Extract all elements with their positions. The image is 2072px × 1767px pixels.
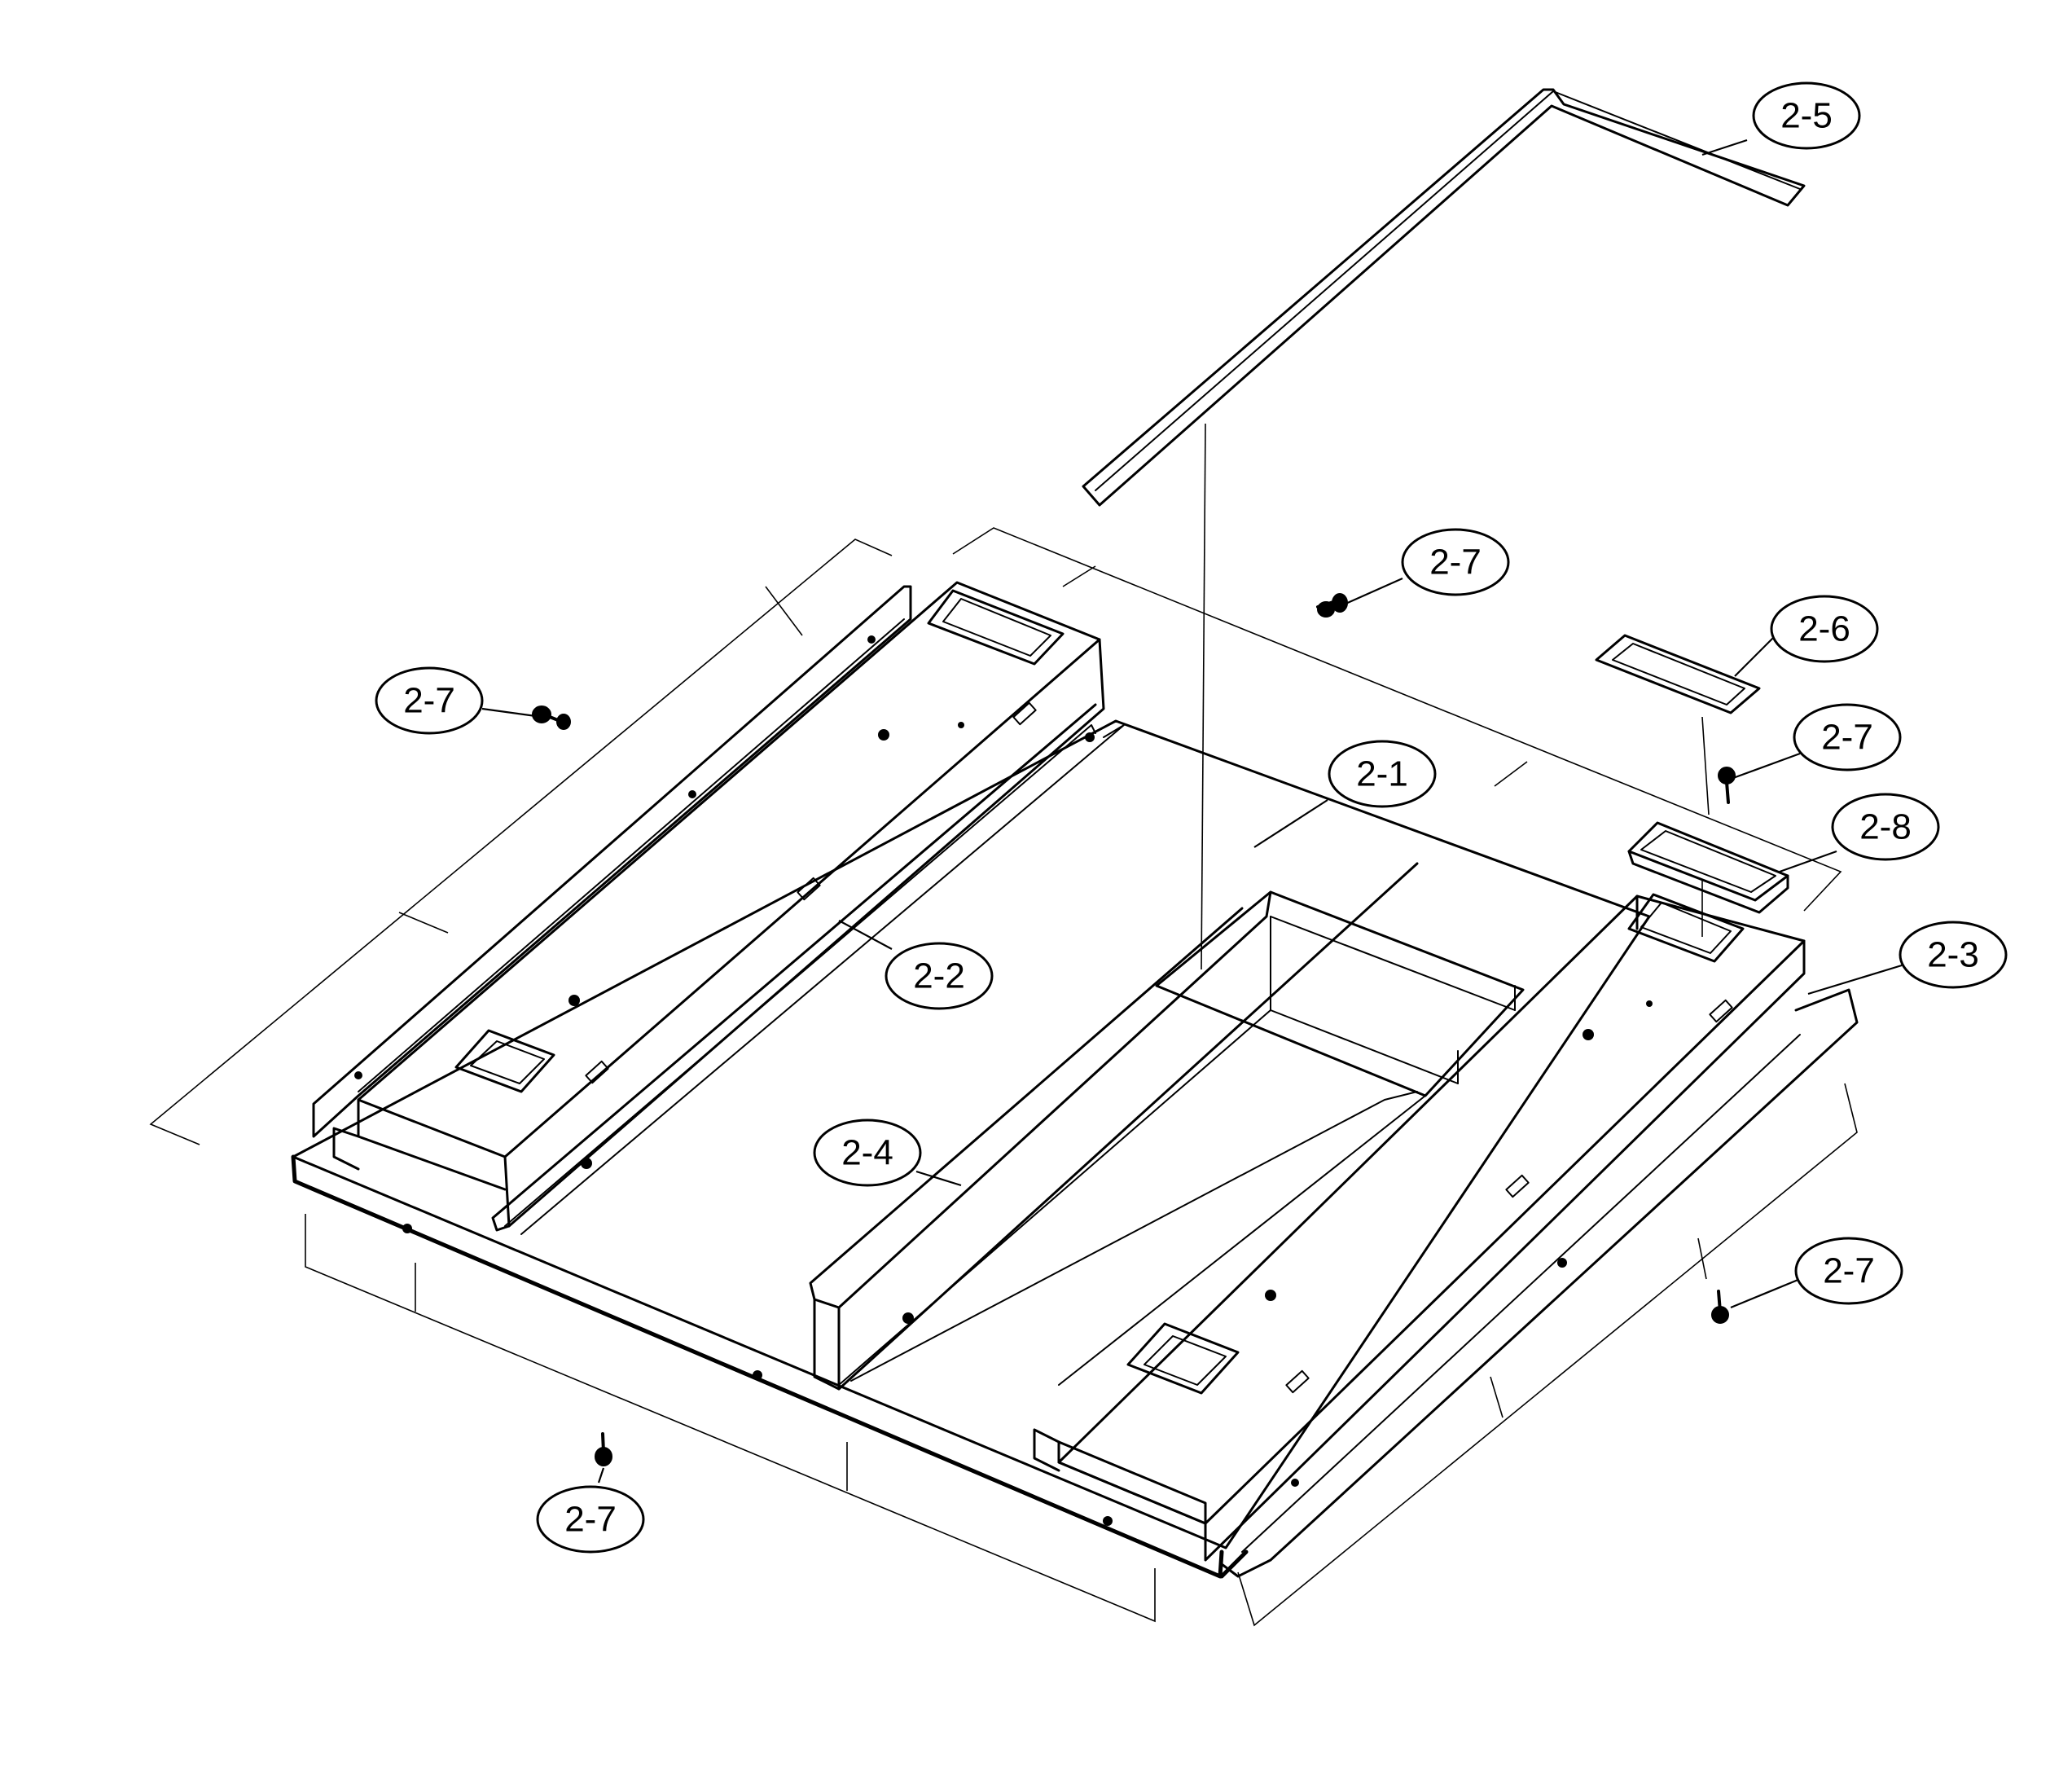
part-cover-plate (1595, 634, 1761, 714)
callout-label: 2-2 (913, 956, 965, 996)
callout-label: 2-1 (1356, 754, 1408, 794)
callout-2-2: 2-2 (885, 942, 994, 1010)
callout-label: 2-7 (564, 1500, 617, 1540)
callout-label: 2-8 (1859, 807, 1912, 847)
callout-2-4: 2-4 (813, 1119, 922, 1187)
callout-2-3: 2-3 (1899, 921, 2008, 989)
base-edge-holes (402, 1224, 1113, 1526)
callout-label: 2-5 (1780, 96, 1833, 136)
callout-2-5: 2-5 (1752, 81, 1861, 150)
callout-2-8: 2-8 (1831, 793, 1940, 861)
part-slot-bracket (1627, 821, 1789, 914)
callout-label: 2-7 (1429, 543, 1482, 582)
callout-2-6: 2-6 (1770, 595, 1879, 663)
bolt-icon (1718, 767, 1736, 804)
callout-label: 2-3 (1927, 935, 1979, 975)
part-left-channel (312, 581, 1125, 1235)
bolt-icon (1711, 1290, 1729, 1324)
part-base-plate (291, 719, 1651, 1579)
bolt-icon (1316, 593, 1348, 618)
callout-label: 2-7 (403, 681, 455, 721)
part-l-strip (1082, 88, 1806, 507)
callout-label: 2-6 (1798, 609, 1850, 649)
part-right-channel (1033, 893, 1859, 1578)
leader-lines (481, 138, 1903, 1483)
callout-2-7-top: 2-7 (1401, 528, 1510, 596)
part-center-trough (809, 862, 1525, 1391)
phantom-lines (149, 423, 1858, 1627)
callout-label: 2-4 (841, 1133, 893, 1173)
callout-2-1: 2-1 (1328, 740, 1437, 808)
bolts (532, 593, 1736, 1466)
callout-label: 2-7 (1823, 1251, 1875, 1291)
bolt-icon (595, 1432, 612, 1466)
callout-label: 2-7 (1821, 718, 1873, 758)
callout-2-7-right-top: 2-7 (1793, 703, 1902, 771)
callout-2-7-right-bottom: 2-7 (1794, 1237, 1903, 1305)
callout-2-7-left: 2-7 (375, 666, 484, 735)
callout-2-7-bottom: 2-7 (536, 1485, 645, 1554)
bolt-icon (532, 705, 571, 730)
